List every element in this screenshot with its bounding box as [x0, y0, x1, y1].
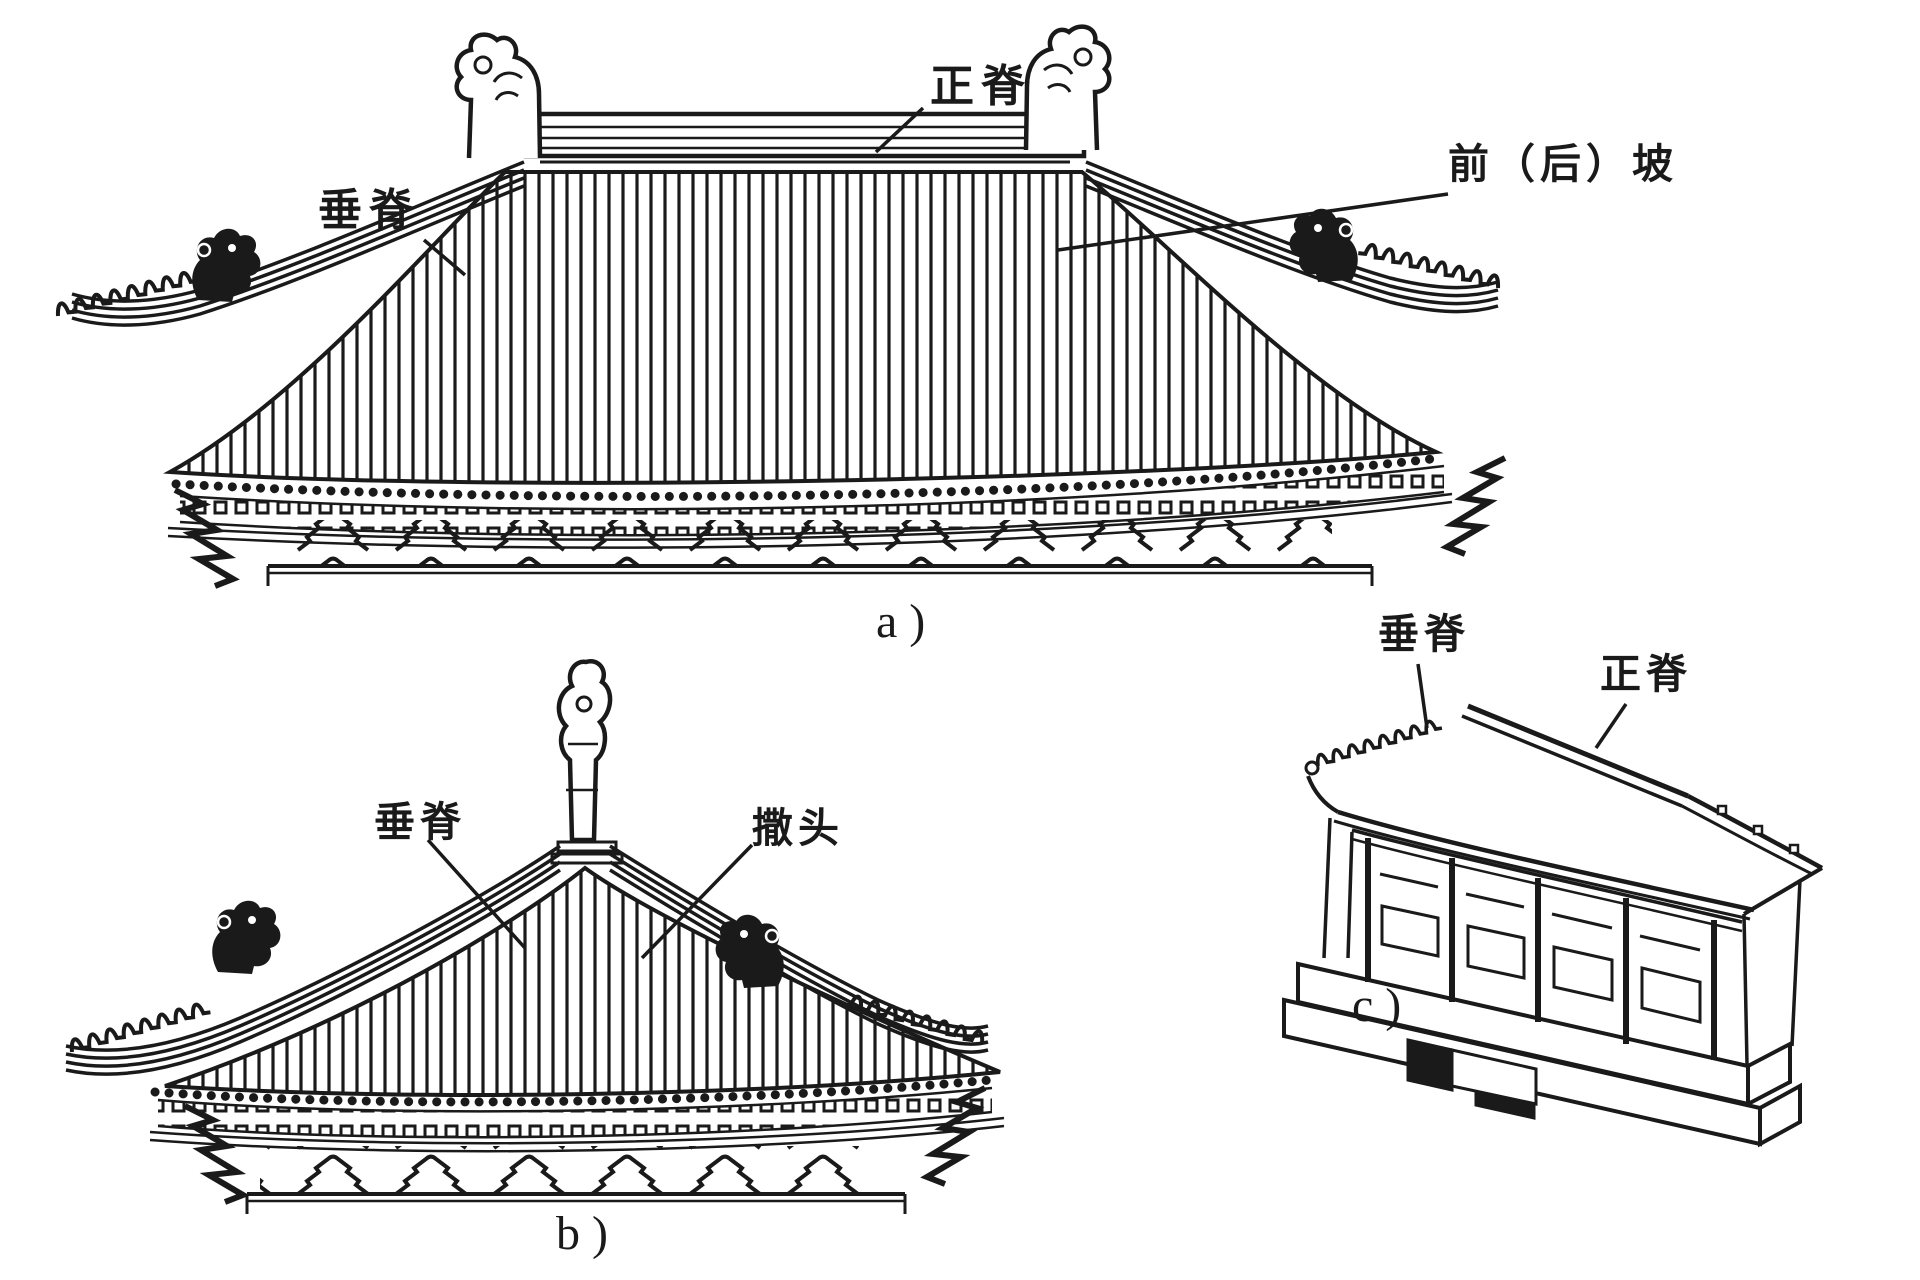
drawing-c-pavilion — [1282, 663, 1824, 1148]
corner-flourish-right — [1447, 458, 1505, 554]
right-wall — [1742, 879, 1802, 1065]
caption-a: a ) — [876, 595, 926, 648]
gable-bottom — [1742, 866, 1824, 916]
label-a-front-back-slope: 前（后）坡 — [1448, 140, 1678, 188]
gable-crenels — [1716, 804, 1800, 855]
roof-tile-surface-b — [164, 865, 1001, 1097]
drawing-b-pointed-roof — [64, 658, 1005, 1214]
eave-drip-fringe — [171, 453, 1445, 501]
eave-tip-curl — [1304, 760, 1320, 776]
eave-tile-end-band-b — [158, 1088, 992, 1138]
ridge-beast-left — [190, 227, 262, 304]
columns — [1365, 838, 1717, 1060]
ridge-beast-left-b — [210, 899, 282, 976]
caption-c: c ) — [1352, 979, 1402, 1032]
slope-ridge-left — [64, 844, 562, 1076]
finial — [550, 658, 624, 865]
slope-ridge-right — [608, 844, 990, 1054]
label-c-zhengji: 正脊 — [1600, 650, 1692, 698]
label-a-zhengji: 正脊 — [930, 61, 1032, 112]
front-eave — [1337, 809, 1755, 913]
leader-lines-b — [426, 838, 754, 960]
chiwen-ornament-left — [457, 35, 540, 158]
baseline — [266, 564, 1374, 586]
baseline-b — [245, 1192, 907, 1214]
label-b-satou: 撒头 — [752, 804, 844, 852]
label-b-chuiji: 垂脊 — [374, 798, 466, 846]
bracket-triangle-row-b — [260, 1146, 880, 1192]
label-c-chuiji: 垂脊 — [1378, 610, 1470, 658]
corner-post — [1322, 817, 1354, 959]
leader-lines-a — [422, 106, 1449, 277]
drawing-a-roof-elevation — [53, 27, 1505, 586]
eave-drip-fringe-b — [150, 1075, 995, 1107]
caption-b: b ) — [556, 1207, 608, 1260]
bracket-triangle-row — [286, 520, 1332, 566]
entrance-steps — [1406, 1038, 1538, 1120]
leader-lines-c — [1416, 663, 1628, 749]
railing-panels — [1379, 872, 1702, 1024]
eave-tile-end-band — [180, 466, 1444, 536]
corner-ornaments-c — [1313, 716, 1444, 768]
main-ridge — [523, 111, 1087, 164]
chiwen-ornament-right — [1026, 27, 1109, 150]
main-ridge-c — [1467, 703, 1689, 799]
label-a-chuiji: 垂脊 — [318, 185, 420, 236]
roof-tile-surface — [163, 170, 1444, 485]
eave-beam — [1351, 828, 1743, 924]
